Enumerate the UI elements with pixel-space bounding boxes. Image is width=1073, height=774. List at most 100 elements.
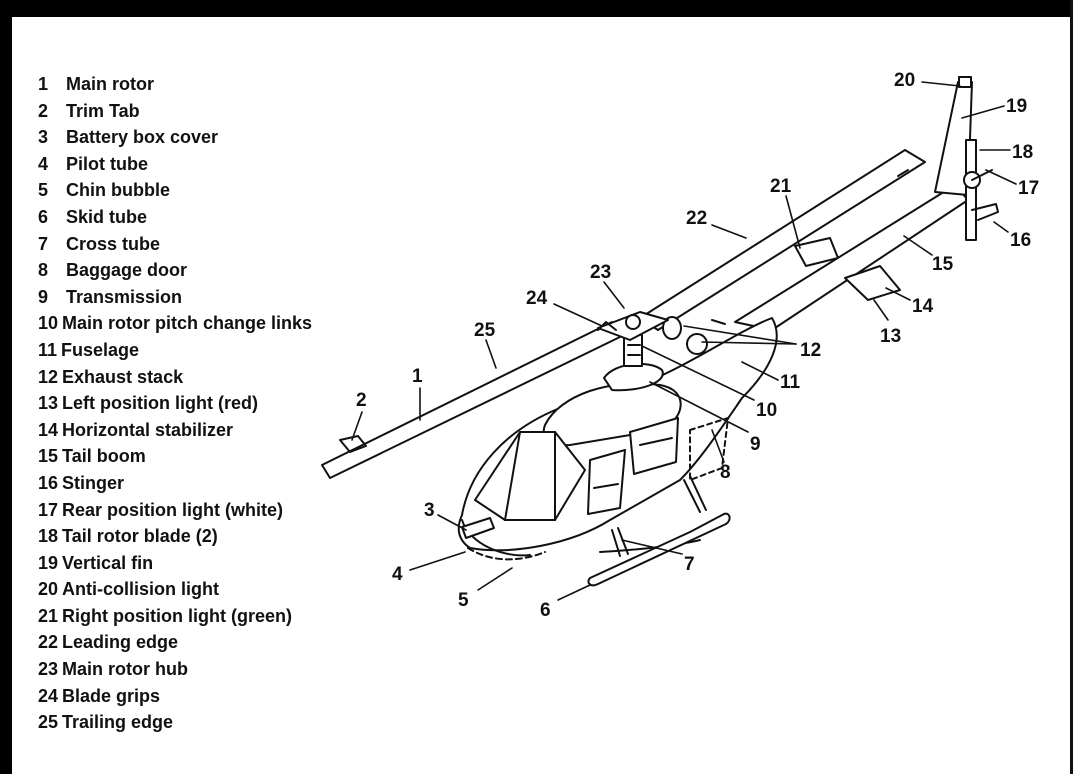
legend-item: 5 Chin bubble: [38, 177, 312, 204]
leader-7: [621, 539, 683, 555]
stinger: [971, 203, 999, 221]
legend-item: 4 Pilot tube: [38, 151, 312, 178]
legend-number: 8: [38, 260, 49, 281]
legend-label: Right position light (green): [62, 605, 292, 626]
legend-label: Stinger: [62, 472, 125, 493]
callout-16: 16: [1010, 230, 1031, 251]
callout-12: 12: [800, 340, 821, 361]
legend-label: Trailing edge: [62, 712, 174, 733]
leader-11: [741, 361, 779, 381]
leader-12b: [683, 325, 797, 345]
callout-15: 15: [932, 254, 954, 275]
callout-23: 23: [590, 262, 611, 283]
leader-15: [903, 235, 933, 256]
leader-8: [711, 429, 725, 463]
leader-9: [649, 381, 749, 433]
legend-label: Exhaust stack: [62, 366, 184, 387]
legend-label: Horizontal stabilizer: [62, 419, 234, 440]
callout-14: 14: [912, 296, 934, 317]
callout-10: 10: [756, 400, 777, 421]
legend-label: Left position light (red): [62, 393, 259, 414]
callout-19: 19: [1006, 96, 1027, 117]
legend-label: Pilot tube: [66, 153, 148, 174]
leader-12a: [701, 341, 797, 345]
tail-rotor: [963, 139, 999, 241]
callout-13: 13: [880, 326, 901, 347]
legend-label: Skid tube: [66, 206, 148, 227]
legend-label: Main rotor: [66, 74, 154, 94]
leader-17: [985, 169, 1017, 185]
legend-label: Chin bubble: [66, 180, 170, 201]
leader-25: [485, 339, 497, 369]
trim-tab: [339, 435, 367, 453]
legend-number: 25: [38, 712, 59, 733]
legend-label: Tail rotor blade (2): [62, 526, 218, 547]
leader-20: [921, 81, 961, 87]
legend-number: 18: [38, 526, 59, 547]
legend-number: 10: [38, 313, 59, 334]
anti-collision-light: [958, 76, 972, 88]
legend-label: Main rotor pitch change links: [62, 313, 313, 334]
legend-label: Vertical fin: [62, 552, 154, 573]
leader-lines: [351, 81, 1017, 601]
fuselage: [457, 317, 778, 561]
skid-tube: [587, 512, 731, 587]
callout-24: 24: [526, 288, 548, 309]
main-rotor-hub: [597, 311, 669, 367]
legend-number: 13: [38, 393, 59, 414]
horizontal-stabilizer: [844, 265, 901, 301]
legend-number: 21: [38, 605, 59, 626]
callout-18: 18: [1012, 142, 1033, 163]
callout-6: 6: [540, 600, 551, 621]
landing-gear: [587, 475, 731, 587]
leader-21: [785, 195, 801, 249]
legend-number: 17: [38, 499, 59, 520]
leader-3: [437, 514, 467, 531]
frame-left-border: [0, 0, 12, 774]
legend-number: 14: [38, 419, 59, 440]
legend-number: 4: [38, 153, 49, 174]
exhaust-stack: [662, 316, 726, 355]
legend-number: 5: [38, 180, 49, 201]
leader-5: [477, 567, 513, 591]
legend-label: Cross tube: [66, 233, 161, 254]
leader-23: [603, 281, 625, 309]
legend-label: Anti-collision light: [62, 579, 220, 600]
leader-4: [409, 551, 466, 571]
callout-9: 9: [750, 434, 761, 455]
frame-right-border: [1070, 0, 1073, 774]
leader-13: [873, 299, 889, 321]
leader-19: [961, 105, 1005, 119]
callout-2: 2: [356, 390, 367, 411]
leader-6: [557, 584, 591, 601]
callout-4: 4: [392, 564, 403, 585]
blade-grip: [597, 321, 617, 331]
callout-17: 17: [1018, 178, 1039, 199]
callout-22: 22: [686, 208, 707, 229]
legend-number: 3: [38, 127, 49, 148]
callout-1: 1: [412, 366, 423, 387]
callout-8: 8: [720, 462, 731, 483]
legend-number: 7: [38, 233, 49, 254]
legend-label: Fuselage: [61, 339, 140, 360]
legend-label: Trim Tab: [66, 100, 140, 121]
